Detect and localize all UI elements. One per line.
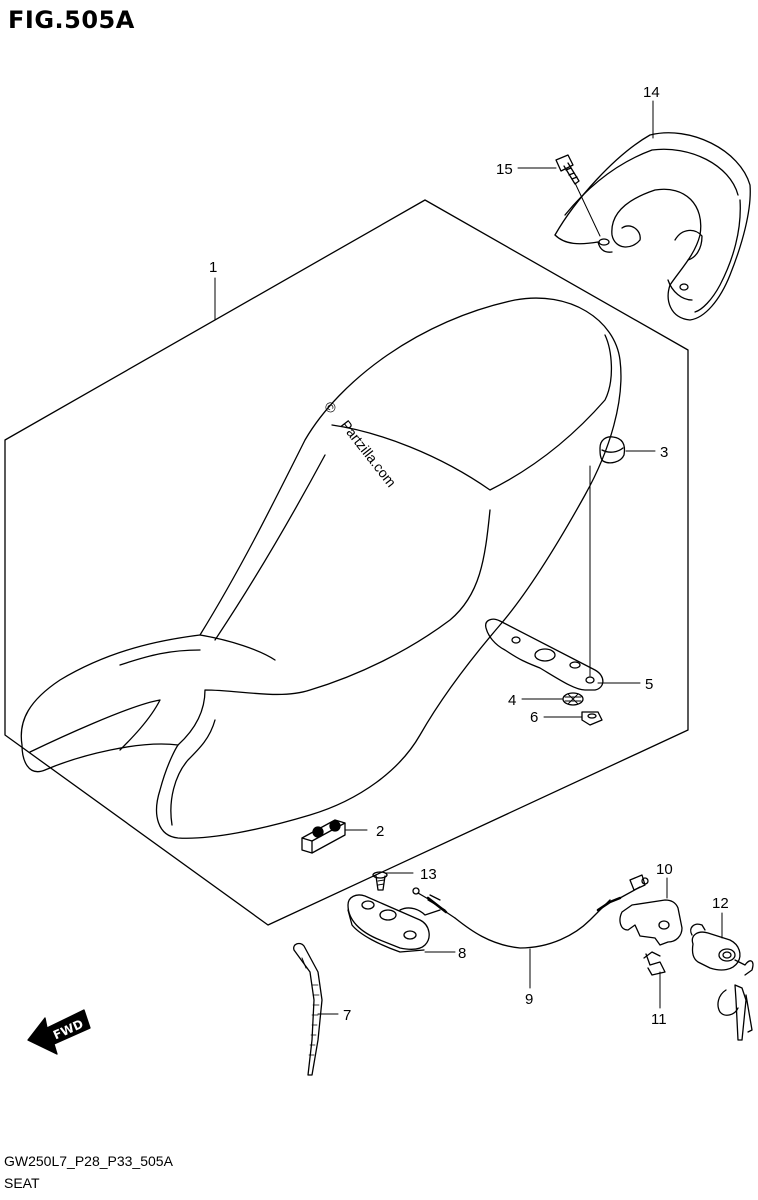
seat-lock-cable[interactable]: [412, 874, 649, 949]
seat-lock[interactable]: [347, 894, 446, 953]
callout-6: 6: [530, 709, 538, 726]
callout-9: 9: [525, 991, 533, 1008]
watermark-text: Partzilla.com: [338, 417, 400, 490]
callout-10: 10: [656, 861, 673, 878]
callout-13: 13: [420, 866, 437, 883]
parts-diagram: FWD © Partzilla.com 1 2 3 4 5 6 7 8 9 10…: [4, 84, 754, 1076]
callout-1: 1: [209, 259, 217, 276]
forward-arrow: FWD: [27, 1009, 91, 1055]
seat-bracket[interactable]: [485, 618, 604, 691]
callout-7: 7: [343, 1007, 351, 1024]
callout-labels: 1 2 3 4 5 6 7 8 9 10 11 12 13 14 15: [209, 84, 729, 1028]
lock-cylinder[interactable]: [690, 923, 754, 1041]
diagram-code: GW250L7_P28_P33_505A: [4, 1153, 173, 1169]
callout-4: 4: [508, 692, 516, 709]
cable-tie[interactable]: [293, 942, 323, 1076]
seat-pad[interactable]: [301, 819, 346, 854]
seat-cushion[interactable]: [20, 297, 622, 839]
callout-2: 2: [376, 823, 384, 840]
callout-11: 11: [651, 1011, 667, 1028]
callout-12: 12: [712, 895, 729, 912]
section-name: SEAT: [4, 1175, 40, 1191]
callout-3: 3: [660, 444, 668, 461]
assembly-boundary: [4, 199, 689, 926]
callout-5: 5: [645, 676, 653, 693]
screw[interactable]: [372, 871, 388, 891]
callout-15: 15: [496, 161, 513, 178]
seat-damper[interactable]: [589, 436, 626, 677]
grommet[interactable]: [562, 692, 584, 706]
rail-bolt[interactable]: [555, 154, 601, 237]
grab-rail[interactable]: [554, 132, 751, 321]
leader-lines: [214, 100, 723, 1015]
nut[interactable]: [581, 711, 603, 726]
figure-title: FIG.505A: [8, 6, 135, 34]
callout-14: 14: [643, 84, 660, 101]
lock-bracket[interactable]: [619, 899, 683, 946]
spring-clip[interactable]: [643, 951, 666, 976]
callout-8: 8: [458, 945, 466, 962]
watermark: © Partzilla.com: [321, 399, 399, 490]
